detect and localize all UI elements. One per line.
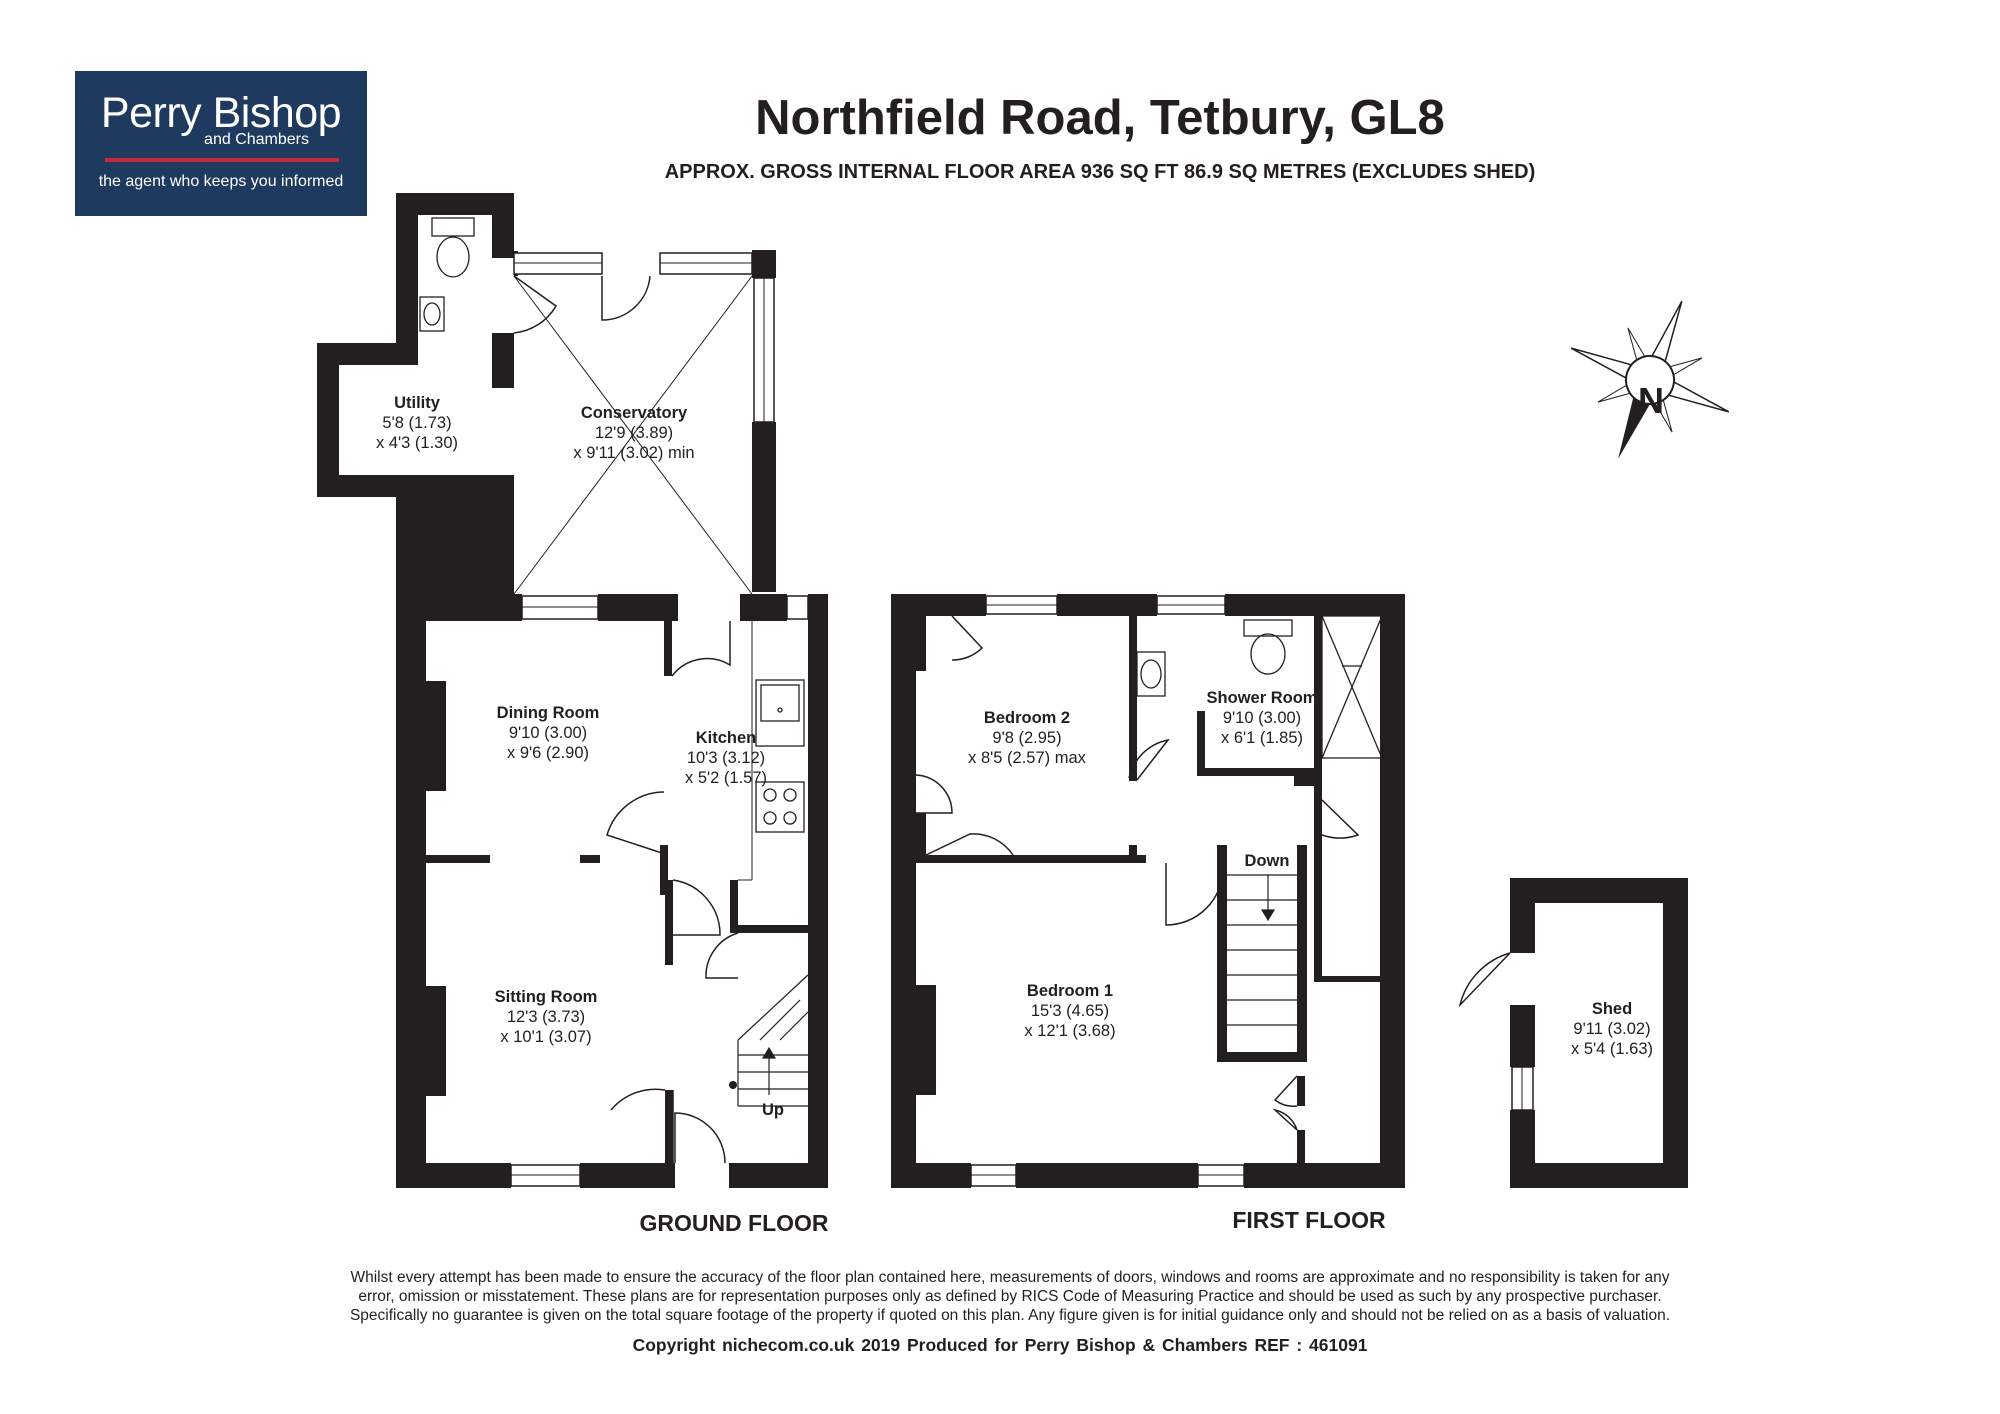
stairs-down-label: Down [1245,852,1290,870]
room-dim: 9'8 (2.95) [992,729,1061,747]
kitchen-sink [755,679,805,747]
basin [419,296,445,332]
window-glazing [511,262,1523,1176]
disclaimer-line: error, omission or misstatement. These p… [358,1288,1662,1305]
disclaimer: Whilst every attempt has been made to en… [260,1268,1760,1325]
room-dim: 10'3 (3.12) [687,749,765,767]
compass-label: N [1638,380,1664,421]
room-sitting: Sitting Room 12'3 (3.73) x 10'1 (3.07) [495,988,598,1046]
stairs-first [1227,874,1297,1026]
room-dim: x 8'5 (2.57) max [968,749,1087,767]
shower-wc-cistern [1243,619,1293,637]
room-name: Sitting Room [495,988,598,1006]
plan-title: Northfield Road, Tetbury, GL8 [755,91,1445,145]
room-dim: x 5'4 (1.63) [1571,1040,1653,1058]
shower-basin [1136,651,1166,697]
wc-cistern [431,217,475,237]
room-dining: Dining Room 9'10 (3.00) x 9'6 (2.90) [497,704,600,762]
brand-rule [105,158,339,162]
conservatory-roof-lines [513,275,753,595]
room-conservatory: Conservatory 12'9 (3.89) x 9'11 (3.02) m… [573,404,694,462]
room-shower: Shower Room 9'10 (3.00) x 6'1 (1.85) [1207,689,1318,747]
stairs-ground [737,974,809,1107]
room-dim: 9'10 (3.00) [509,724,587,742]
room-dim: 12'3 (3.73) [507,1008,585,1026]
stairs-up-label: Up [762,1101,784,1119]
room-dim: x 4'3 (1.30) [376,434,458,452]
shower-wc-bowl [1250,633,1286,675]
brand-sub: and Chambers [204,131,309,148]
north-compass [1570,300,1730,459]
room-dim: 15'3 (4.65) [1031,1002,1109,1020]
door-swings [513,275,1511,1164]
room-bedroom-2: Bedroom 2 9'8 (2.95) x 8'5 (2.57) max [968,709,1087,767]
room-dim: 12'9 (3.89) [595,424,673,442]
disclaimer-line: Whilst every attempt has been made to en… [350,1269,1670,1286]
kitchen-counter [738,621,753,881]
ground-floor-label: GROUND FLOOR [639,1210,828,1236]
room-dim: x 10'1 (3.07) [500,1028,591,1046]
shower-tray [1321,615,1383,759]
room-name: Shed [1592,1000,1632,1018]
room-dim: x 5'2 (1.57) [685,769,767,787]
room-name: Conservatory [581,404,688,422]
hob [755,781,805,833]
ground-floor-walls [317,193,828,1188]
room-name: Dining Room [497,704,600,722]
room-name: Bedroom 1 [1027,982,1113,1000]
room-dim: x 12'1 (3.68) [1024,1022,1115,1040]
shed-walls [1510,878,1688,1188]
room-shed: Shed 9'11 (3.02) x 5'4 (1.63) [1571,1000,1653,1058]
room-dim: 9'10 (3.00) [1223,709,1301,727]
brand-tagline: the agent who keeps you informed [98,173,344,190]
room-dim: 9'11 (3.02) [1573,1020,1650,1038]
brand-logo: Perry Bishop and Chambers the agent who … [75,71,367,216]
room-name: Kitchen [696,729,757,747]
brand-name: Perry Bishop [100,89,342,137]
first-floor-walls [891,594,1405,1188]
room-name: Utility [394,394,441,412]
room-utility: Utility 5'8 (1.73) x 4'3 (1.30) [376,394,458,452]
room-name: Bedroom 2 [984,709,1070,727]
room-dim: 5'8 (1.73) [382,414,451,432]
room-dim: x 6'1 (1.85) [1221,729,1303,747]
wc-bowl [436,236,470,278]
room-dim: x 9'6 (2.90) [507,744,589,762]
room-name: Shower Room [1207,689,1318,707]
disclaimer-line: Specifically no guarantee is given on th… [349,1307,1671,1324]
first-floor-label: FIRST FLOOR [1232,1207,1386,1233]
plan-subtitle: APPROX. GROSS INTERNAL FLOOR AREA 936 SQ… [664,161,1536,183]
room-kitchen: Kitchen 10'3 (3.12) x 5'2 (1.57) [685,729,767,787]
newel-post [729,1081,737,1089]
footer-credit: Copyright nichecom.co.uk 2019 Produced f… [632,1335,1368,1355]
fixtures [419,217,1383,833]
room-bedroom-1: Bedroom 1 15'3 (4.65) x 12'1 (3.68) [1024,982,1115,1040]
room-dim: x 9'11 (3.02) min [573,444,694,462]
